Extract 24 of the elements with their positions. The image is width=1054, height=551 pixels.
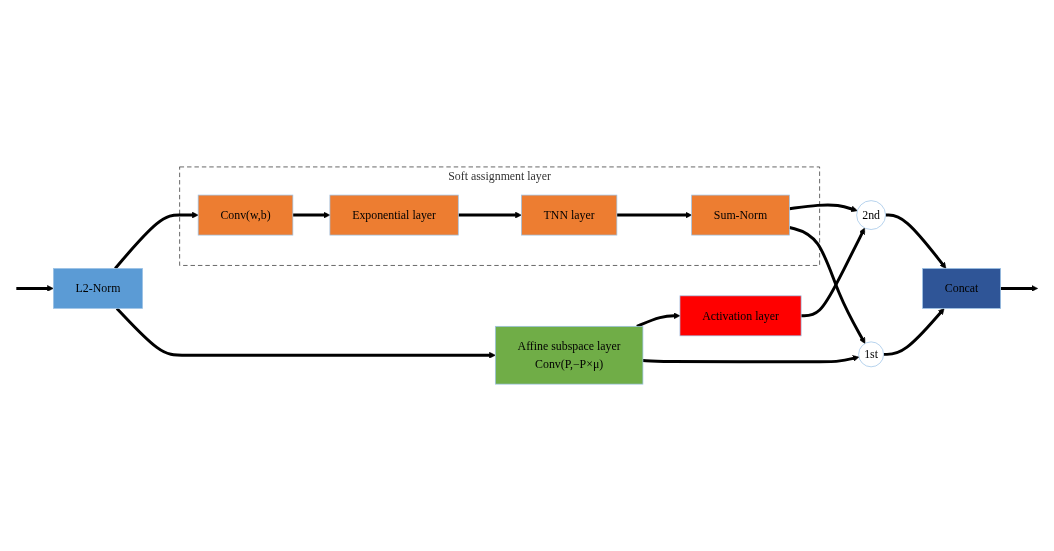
- node-box: Conv(w,b): [197, 194, 294, 236]
- arrow: [1000, 285, 1038, 292]
- arrow: [292, 211, 331, 219]
- node-box: Activation layer: [679, 295, 802, 337]
- arrow: [885, 213, 947, 269]
- node-circle: 1st: [858, 341, 884, 368]
- node-box: L2-Norm: [53, 268, 143, 309]
- arrow: [636, 312, 681, 328]
- arrow: [458, 211, 522, 219]
- arrow: [616, 211, 692, 219]
- arrow: [114, 211, 199, 270]
- node-box: Concat: [922, 268, 1001, 309]
- node-box: TNN layer: [521, 194, 618, 236]
- arrow: [789, 226, 866, 344]
- node-box: Affine subspace layer Conv(P,−P×μ): [494, 325, 644, 385]
- node-circle: 2nd: [856, 200, 886, 230]
- node-box: Exponential layer: [329, 194, 459, 236]
- node-box: Sum-Norm: [691, 194, 790, 236]
- arrow: [16, 285, 54, 292]
- arrow: [883, 308, 945, 356]
- arrow: [801, 227, 865, 318]
- arrow: [789, 203, 858, 213]
- arrow: [642, 355, 860, 364]
- arrow: [115, 307, 496, 359]
